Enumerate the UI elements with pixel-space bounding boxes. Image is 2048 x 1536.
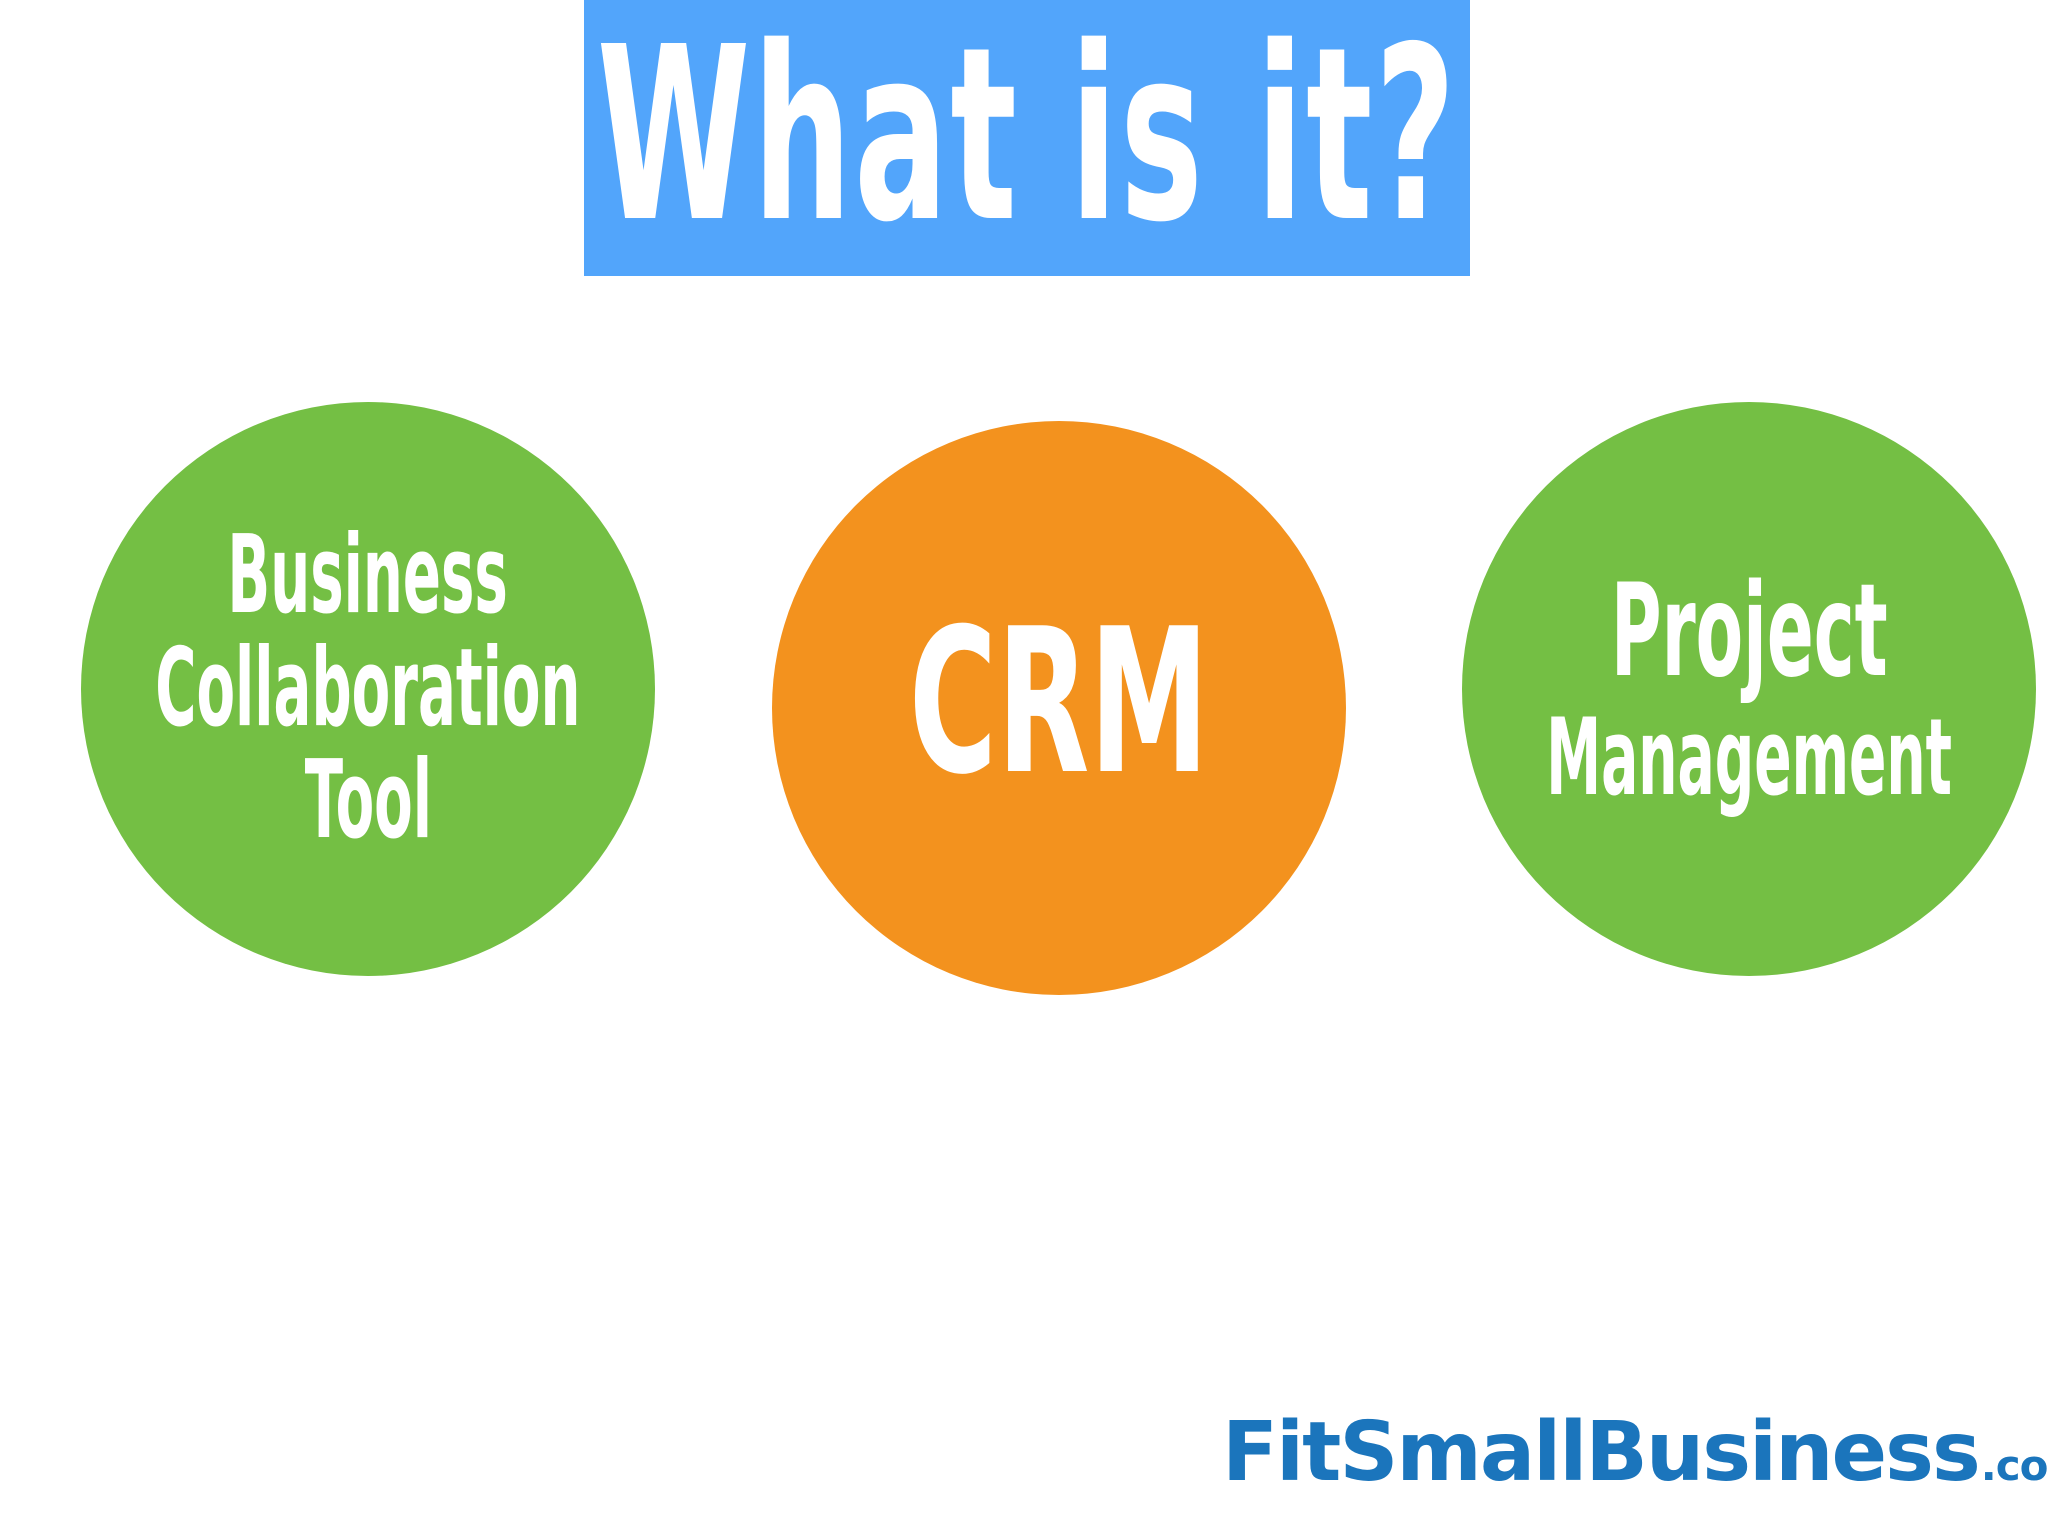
circle-label-line: Business [227, 512, 509, 638]
circle-business-collaboration-tool: Business Collaboration Tool [81, 402, 655, 976]
circle-crm: CRM [772, 421, 1346, 995]
circle-label-line: Management [1546, 696, 1952, 820]
logo-main-text: FitSmallBusiness [1222, 1405, 1981, 1500]
circle-label-line: Tool [304, 738, 432, 864]
circle-label-line: CRM [909, 586, 1209, 819]
circle-label-line: Collaboration [155, 625, 581, 751]
circle-project-management: Project Management [1462, 402, 2036, 976]
logo-suffix-text: .com [1980, 1441, 2048, 1490]
circle-label-line: Project [1610, 556, 1888, 706]
title-banner: What is it? [584, 0, 1470, 276]
fitsmallbusiness-logo: FitSmallBusiness .com [1222, 1405, 2048, 1500]
page-title: What is it? [596, 0, 1458, 275]
